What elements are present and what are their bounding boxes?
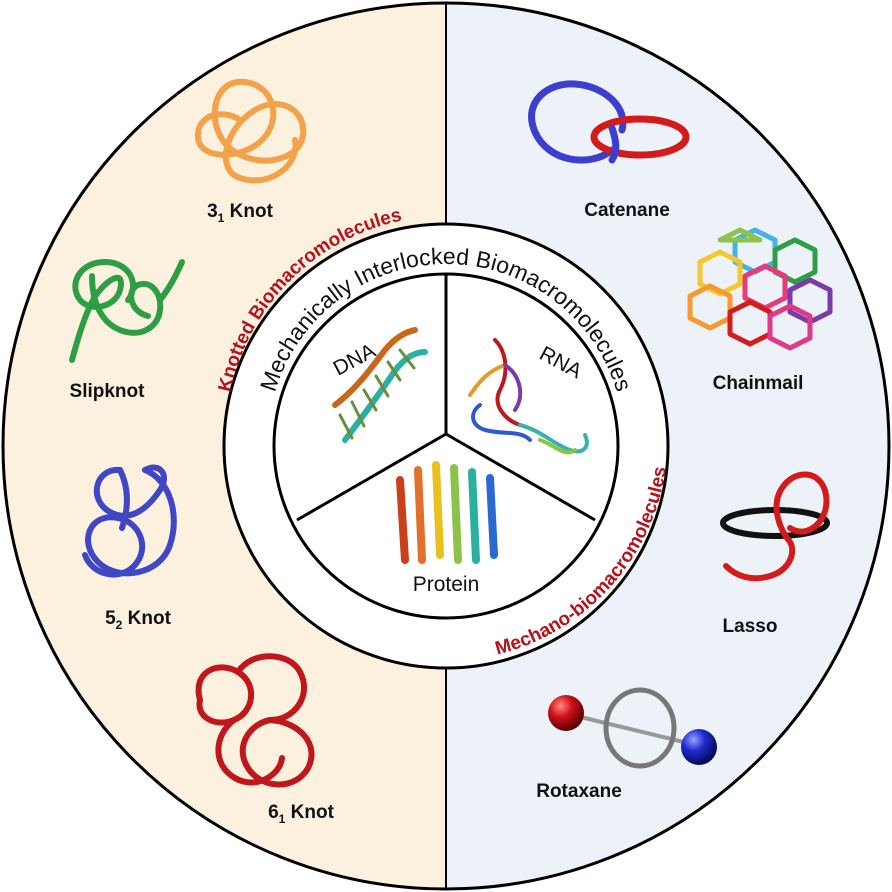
trefoil-knot-icon xyxy=(194,78,307,184)
knot61-label: 61 Knot xyxy=(268,802,334,826)
slipknot-icon xyxy=(69,258,185,363)
lasso-label: Lasso xyxy=(723,616,778,637)
sector-dividers xyxy=(296,274,596,522)
knot61-icon xyxy=(195,653,315,788)
rotaxane-label: Rotaxane xyxy=(536,781,622,802)
knot31-label: 31 Knot xyxy=(207,201,273,225)
protein-label: Protein xyxy=(413,573,480,596)
catenane-label: Catenane xyxy=(584,200,670,221)
slipknot-label: Slipknot xyxy=(70,381,146,402)
lasso-icon xyxy=(720,471,830,582)
knot52-icon xyxy=(82,464,177,578)
rotaxane-icon xyxy=(548,687,717,769)
chainmail-label: Chainmail xyxy=(713,373,804,394)
catenane-icon xyxy=(528,80,690,164)
knot52-label: 52 Knot xyxy=(105,608,171,632)
protein-structure-icon xyxy=(396,461,498,564)
chainmail-icon xyxy=(687,227,833,351)
dna-structure-icon xyxy=(332,327,428,443)
rna-structure-icon xyxy=(468,338,589,455)
